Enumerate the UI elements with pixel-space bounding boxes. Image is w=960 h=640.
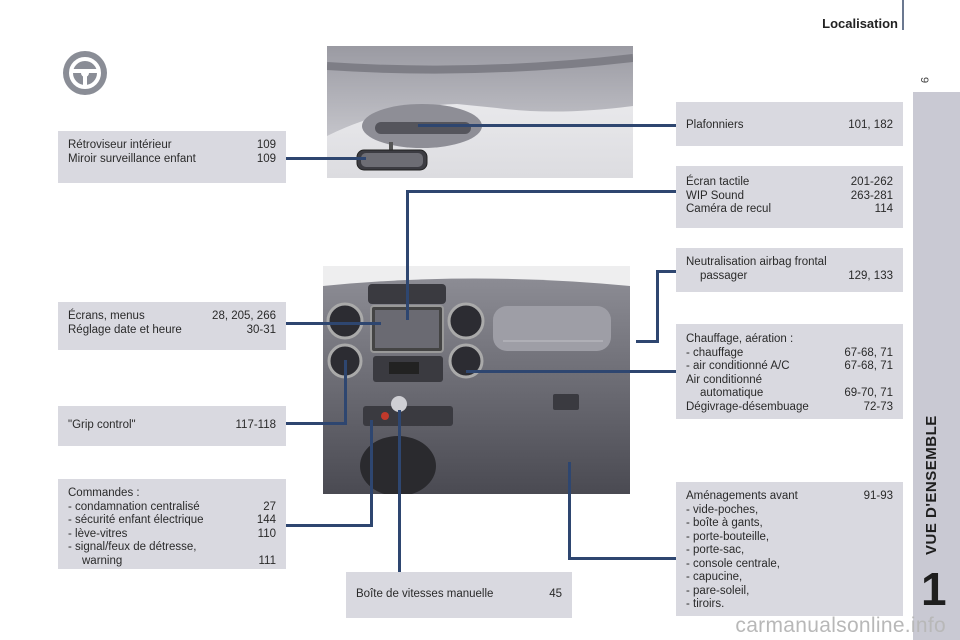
label: Dégivrage-désembuage xyxy=(686,400,809,413)
ceiling-photo xyxy=(327,46,633,178)
chapter-number: 1 xyxy=(921,563,947,615)
list-item: - tiroirs. xyxy=(686,598,725,610)
list-item: - pare-soleil, xyxy=(686,584,750,597)
page-ref: 201-262 xyxy=(850,176,893,188)
page-ref: 263-281 xyxy=(850,189,893,202)
leader-airbag-end xyxy=(636,340,659,343)
label: Boîte de vitesses manuelle xyxy=(356,588,494,600)
label: Aménagements avant xyxy=(686,490,798,502)
label: Air conditionné xyxy=(686,373,763,386)
label: - signal/feux de détresse, xyxy=(68,541,197,553)
footer-watermark[interactable]: carmanualsonline.info xyxy=(735,614,946,637)
leader-controls-h xyxy=(286,524,373,527)
leader-front-v xyxy=(568,462,571,560)
list-item: - porte-bouteille, xyxy=(686,530,770,543)
leader-grip-h xyxy=(286,422,346,425)
leader-mirror xyxy=(286,157,366,160)
chapter-tab xyxy=(913,92,960,640)
steering-wheel-icon xyxy=(63,51,107,95)
page-ref: 111 xyxy=(258,554,276,567)
leader-airbag-v xyxy=(656,270,659,342)
list-item: - capucine, xyxy=(686,571,743,583)
leader-front-h xyxy=(568,557,676,560)
page-ref: 69-70, 71 xyxy=(844,387,893,399)
box-heating: Chauffage, aération : - chauffage 67-68, … xyxy=(676,324,903,419)
leader-touch-v xyxy=(406,190,409,320)
label: Écrans, menus xyxy=(68,310,145,322)
page-ref: 45 xyxy=(549,588,562,600)
label: Miroir surveillance enfant xyxy=(68,152,196,165)
box-airbag: Neutralisation airbag frontal passager 12… xyxy=(676,248,903,292)
leader-gearbox xyxy=(398,410,401,572)
label: - chauffage xyxy=(686,346,744,359)
page-ref: 72-73 xyxy=(863,400,893,413)
box-touchscreen: Écran tactile 201-262 WIP Sound 263-281 Ca… xyxy=(676,166,903,228)
page-ref: 117-118 xyxy=(235,419,277,431)
leader-screens xyxy=(286,322,381,325)
list-item: - vide-poches, xyxy=(686,503,759,516)
label: Plafonniers xyxy=(686,119,744,131)
box-ceiling: Plafonniers 101, 182 xyxy=(676,102,903,146)
leader-airbag-h xyxy=(656,270,676,273)
box-grip: "Grip control" 117-118 xyxy=(58,406,286,446)
page-ref: 30-31 xyxy=(246,323,276,336)
label: - condamnation centralisé xyxy=(68,500,200,513)
page-ref xyxy=(887,374,893,388)
label: "Grip control" xyxy=(68,419,136,431)
label: - lève-vitres xyxy=(68,527,128,540)
label: - sécurité enfant électrique xyxy=(68,514,204,526)
page-ref xyxy=(270,541,276,555)
leader-grip-v xyxy=(344,360,347,425)
page-ref: 28, 205, 266 xyxy=(212,310,276,322)
leader-heating xyxy=(466,370,676,373)
list-item: - porte-sac, xyxy=(686,544,745,556)
page-ref: 101, 182 xyxy=(848,119,893,131)
box-front-storage: Aménagements avant 91-93 - vide-poches, -… xyxy=(676,482,903,616)
label: Caméra de recul xyxy=(686,203,772,215)
label: - air conditionné A/C xyxy=(686,360,790,372)
label: passager xyxy=(700,269,748,282)
leader-touch-h xyxy=(406,190,676,193)
label: automatique xyxy=(700,387,764,399)
page-ref: 91-93 xyxy=(863,490,893,502)
label: Rétroviseur intérieur xyxy=(68,139,172,151)
chapter-label: VUE D'ENSEMBLE xyxy=(923,415,940,555)
label: Écran tactile xyxy=(686,176,750,188)
page-ref: 67-68, 71 xyxy=(844,360,893,372)
page-ref: 110 xyxy=(257,527,276,540)
page-ref: 129, 133 xyxy=(848,269,893,282)
leader-ceiling xyxy=(418,124,676,127)
label: warning xyxy=(82,554,123,567)
leader-controls-v xyxy=(370,420,373,527)
box-title: Commandes : xyxy=(68,487,140,499)
page-ref: 27 xyxy=(263,500,276,513)
label: WIP Sound xyxy=(686,189,744,202)
box-title: Chauffage, aération : xyxy=(686,333,794,345)
page-ref: 67-68, 71 xyxy=(844,346,893,359)
page-ref: 144 xyxy=(256,514,276,526)
box-mirror: Rétroviseur intérieur 109 Miroir surveill… xyxy=(58,131,286,183)
box-title: Neutralisation airbag frontal xyxy=(686,256,827,268)
label: Réglage date et heure xyxy=(68,323,182,336)
page-ref: 114 xyxy=(874,203,893,215)
box-gearbox: Boîte de vitesses manuelle 45 xyxy=(346,572,572,618)
page-ref: 109 xyxy=(256,152,276,165)
page-ref: 109 xyxy=(256,139,276,151)
list-item: - console centrale, xyxy=(686,557,780,570)
list-item: - boîte à gants, xyxy=(686,517,763,529)
header-divider xyxy=(902,0,904,30)
box-screens: Écrans, menus 28, 205, 266 Réglage date e… xyxy=(58,302,286,350)
page-title: Localisation xyxy=(822,16,898,31)
